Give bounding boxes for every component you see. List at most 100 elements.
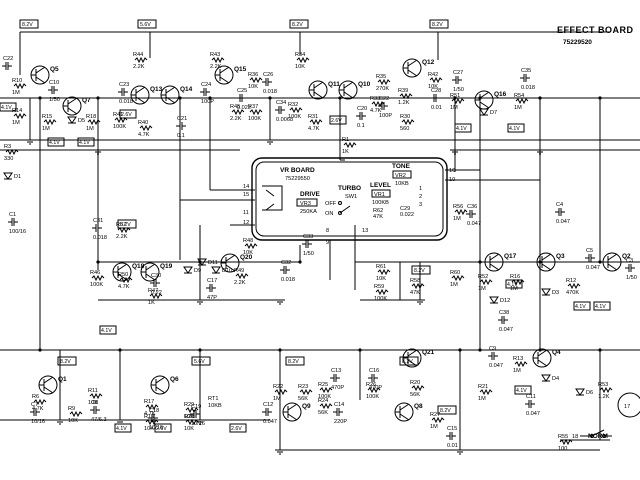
transistor-label: Q1 (58, 376, 67, 383)
rail-4v1-a: 4.1V (1, 105, 12, 111)
capacitor-ref: C9 (489, 346, 496, 352)
transistor-q1: Q1 (38, 375, 67, 395)
capacitor-value: 0.018 (93, 235, 107, 241)
resistor-ref: R59 (374, 284, 384, 290)
resistor-value: 100K (366, 394, 379, 400)
resistor-ref: R60 (450, 270, 460, 276)
junction-dot (178, 96, 182, 100)
capacitor-value: 0.1 (357, 123, 365, 129)
junction-dot (598, 260, 602, 264)
diode-d4: D4 (541, 374, 559, 382)
resistor-ref: R58 (410, 278, 420, 284)
transistor-label: Q6 (170, 376, 179, 383)
capacitor-value: 470P (331, 385, 344, 391)
vr-pin-14: 14 (243, 184, 249, 190)
junction-dot (198, 348, 202, 352)
capacitor-ref: C16 (369, 368, 379, 374)
resistor-ref: R57 (116, 222, 126, 228)
resistor-value: 100K (90, 282, 103, 288)
resistor-r49: R49 2.2K (234, 268, 249, 286)
rail-8v2-a: 8.2V (22, 22, 33, 28)
transistor-q5: Q5 (30, 65, 59, 85)
junction-dot (208, 96, 212, 100)
resistor-ref: R43 (210, 52, 220, 58)
junction-dot (538, 348, 542, 352)
resistor-value: 4.7K (308, 126, 320, 132)
board-part-number: 75229520 (563, 39, 592, 46)
junction-dot (598, 348, 602, 352)
resistor-ref: R39 (398, 88, 408, 94)
resistor-value: 4.7K (32, 406, 44, 412)
diode-d6: D6 (575, 388, 593, 396)
capacitor-value: 0.047 (586, 265, 600, 271)
junction-dot (478, 96, 482, 100)
resistor-ref: R49 (234, 268, 244, 274)
transistor-q8: Q8 (394, 402, 423, 422)
vr-pin-8: 8 (326, 228, 329, 234)
diode-d9: D9 (183, 266, 201, 274)
diode-d7: D7 (479, 108, 497, 116)
capacitor-ref: C7 (31, 402, 38, 408)
resistor-value: 2.2K (210, 64, 222, 70)
rt1-value: 10KB (208, 403, 222, 409)
transistor-label: Q3 (556, 253, 565, 260)
resistor-value: 1.2K (598, 394, 610, 400)
resistor-value: 100K (318, 394, 331, 400)
resistor-ref: R20 (410, 380, 420, 386)
capacitor-c3: C31/50 (625, 258, 637, 281)
junction-dot (278, 348, 282, 352)
rail-8v2-c: 8.2V (432, 22, 443, 28)
ground-symbol (275, 299, 285, 305)
resistor-value: 1M (453, 216, 461, 222)
rail-4v1-e: 4.1V (509, 126, 520, 132)
resistor-value: 100K (113, 124, 126, 130)
resistor-ref: R51 (450, 93, 460, 99)
rail-2v6-b: 2.6V (331, 118, 342, 124)
capacitor-value: 100/16 (9, 229, 26, 235)
capacitor-value: 0.018 (281, 277, 295, 283)
junction-dot (538, 96, 542, 100)
resistor-value: 470K (566, 290, 579, 296)
pin-17: 17 (624, 404, 630, 410)
resistor-value: 1M (513, 368, 521, 374)
capacitor-value: 0.047 (526, 411, 540, 417)
resistor-value: 1M (12, 120, 20, 126)
resistor-ref: R50 (118, 272, 128, 278)
rail-4v1-k: 4.1V (116, 426, 127, 432)
resistor-value: 47K (410, 290, 420, 296)
norm-label: NORM (588, 433, 608, 440)
resistor-ref: R33 (370, 96, 380, 102)
capacitor-value: 47P (207, 295, 217, 301)
resistor-value: 10K (428, 84, 438, 90)
diode-label: D5 (78, 118, 85, 124)
transistor-label: Q14 (180, 86, 193, 93)
resistor-value: 560 (400, 126, 409, 132)
vr-pin-11: 11 (243, 210, 249, 216)
transistor-label: Q13 (150, 86, 163, 93)
junction-dot (338, 96, 342, 100)
ground-symbol (265, 139, 275, 145)
junction-dot (453, 96, 457, 100)
resistor-value: 2.2K (234, 280, 246, 286)
capacitor-value: 0.047 (467, 221, 481, 227)
capacitor-value: 100P (379, 113, 392, 119)
vr-board-part: 75229550 (285, 176, 310, 182)
resistor-ref: R28 (184, 414, 194, 420)
resistor-value: 4.7K (370, 108, 382, 114)
